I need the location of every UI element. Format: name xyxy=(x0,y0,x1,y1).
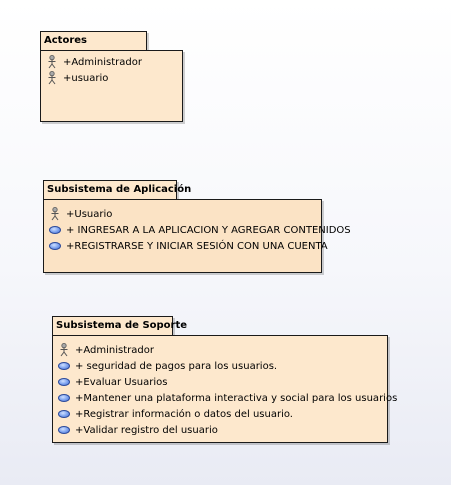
list-item[interactable]: +REGISTRARSE Y INICIAR SESIÓN CON UNA CU… xyxy=(48,238,328,254)
item-label: +usuario xyxy=(63,72,109,84)
list-item[interactable]: +Mantener una plataforma interactiva y s… xyxy=(57,390,397,406)
list-item[interactable]: +Administrador xyxy=(57,342,154,358)
item-label: +Validar registro del usuario xyxy=(75,424,218,436)
item-label: +Administrador xyxy=(63,56,142,68)
package-body: +Usuario + INGRESAR A LA APLICACION Y AG… xyxy=(43,199,351,273)
list-item[interactable]: +Evaluar Usuarios xyxy=(57,374,168,390)
list-item[interactable]: + seguridad de pagos para los usuarios. xyxy=(57,358,277,374)
use-case-icon xyxy=(48,223,62,237)
use-case-icon xyxy=(57,423,71,437)
item-label: +Registrar información o datos del usuar… xyxy=(75,408,293,420)
item-label: + seguridad de pagos para los usuarios. xyxy=(75,360,278,372)
list-item[interactable]: +Usuario xyxy=(48,206,112,222)
package-title: Subsistema de Aplicación xyxy=(47,184,192,195)
package-body: +Administrador + seguridad de pagos para… xyxy=(52,335,397,443)
actor-icon xyxy=(45,71,59,85)
use-case-icon xyxy=(57,391,71,405)
list-item[interactable]: +usuario xyxy=(45,70,108,86)
item-label: +Mantener una plataforma interactiva y s… xyxy=(75,392,398,404)
actor-icon xyxy=(57,343,71,357)
package-tab: Subsistema de Soporte xyxy=(52,316,187,336)
list-item[interactable]: +Registrar información o datos del usuar… xyxy=(57,406,293,422)
package-title: Subsistema de Soporte xyxy=(56,320,188,331)
package-tab: Subsistema de Aplicación xyxy=(43,180,191,200)
use-case-icon xyxy=(57,375,71,389)
use-case-icon xyxy=(57,407,71,421)
item-label: +Usuario xyxy=(66,208,113,220)
actor-icon xyxy=(48,207,62,221)
item-label: + INGRESAR A LA APLICACION Y AGREGAR CON… xyxy=(66,224,351,236)
list-item[interactable]: +Administrador xyxy=(45,54,142,70)
use-case-icon xyxy=(48,239,62,253)
list-item[interactable]: +Validar registro del usuario xyxy=(57,422,218,438)
use-case-icon xyxy=(57,359,71,373)
item-label: +REGISTRARSE Y INICIAR SESIÓN CON UNA CU… xyxy=(66,240,328,252)
item-label: +Administrador xyxy=(75,344,154,356)
package-tab: Actores xyxy=(40,31,147,51)
package-title: Actores xyxy=(44,35,87,46)
item-label: +Evaluar Usuarios xyxy=(75,376,168,388)
actor-icon xyxy=(45,55,59,69)
list-item[interactable]: + INGRESAR A LA APLICACION Y AGREGAR CON… xyxy=(48,222,351,238)
package-body: +Administrador +usuario xyxy=(40,50,183,122)
